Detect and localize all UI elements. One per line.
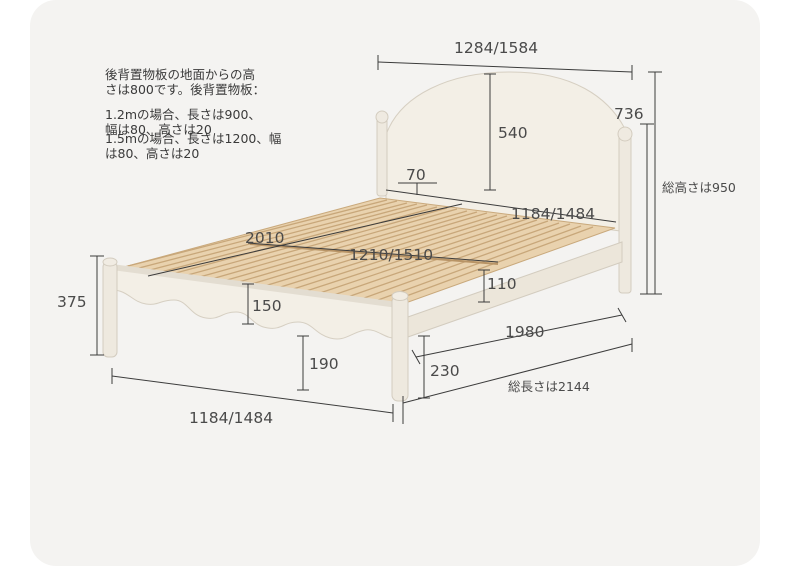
label-inner-length: 1980 xyxy=(505,323,544,341)
headboard-post-left xyxy=(376,117,388,197)
footboard-top-rail xyxy=(112,264,398,308)
front-right-leg xyxy=(391,295,409,402)
label-rail-height: 110 xyxy=(487,275,517,293)
note-line-1: 後背置物板の地面からの高 xyxy=(105,67,256,82)
label-headboard-width: 1284/1584 xyxy=(454,39,538,57)
headboard-post-left-cap xyxy=(375,110,389,124)
note-line-2: さは800です。後背置物板： xyxy=(105,82,266,97)
label-post-width: 70 xyxy=(406,166,426,184)
label-inner-width: 1184/1484 xyxy=(511,205,595,223)
label-total-length: 総長さは2144 xyxy=(508,379,590,394)
headboard-post-right xyxy=(618,134,632,294)
headboard-panel xyxy=(385,71,629,233)
footboard-panel xyxy=(111,265,399,340)
center-beam xyxy=(249,243,499,265)
label-footboard-width: 1184/1484 xyxy=(189,409,273,427)
label-floor-clearance: 190 xyxy=(309,355,339,373)
front-left-leg xyxy=(102,261,118,358)
note-line-3: 1.2mの場合、長さは900、 xyxy=(105,107,261,122)
label-headboard-arc-height: 540 xyxy=(498,124,528,142)
note-line-6: は80、高さは20 xyxy=(105,146,200,161)
note-line-4: 幅は80、高さは20 xyxy=(105,122,212,137)
label-mattress-width: 1210/1510 xyxy=(349,246,433,264)
label-headboard-height: 736 xyxy=(614,105,644,123)
label-mattress-length: 2010 xyxy=(245,229,284,247)
headboard-post-right-cap xyxy=(617,126,633,142)
slats xyxy=(127,199,594,306)
label-footboard-height: 375 xyxy=(57,293,87,311)
label-footboard-panel: 150 xyxy=(252,297,282,315)
front-left-cap xyxy=(102,257,118,267)
dimension-lines xyxy=(90,55,662,424)
label-total-height: 総高さは950 xyxy=(662,180,736,195)
front-right-cap xyxy=(391,291,409,301)
label-leg-height: 230 xyxy=(430,362,460,380)
note-line-5: 1.5mの場合、長さは1200、幅 xyxy=(105,131,282,146)
